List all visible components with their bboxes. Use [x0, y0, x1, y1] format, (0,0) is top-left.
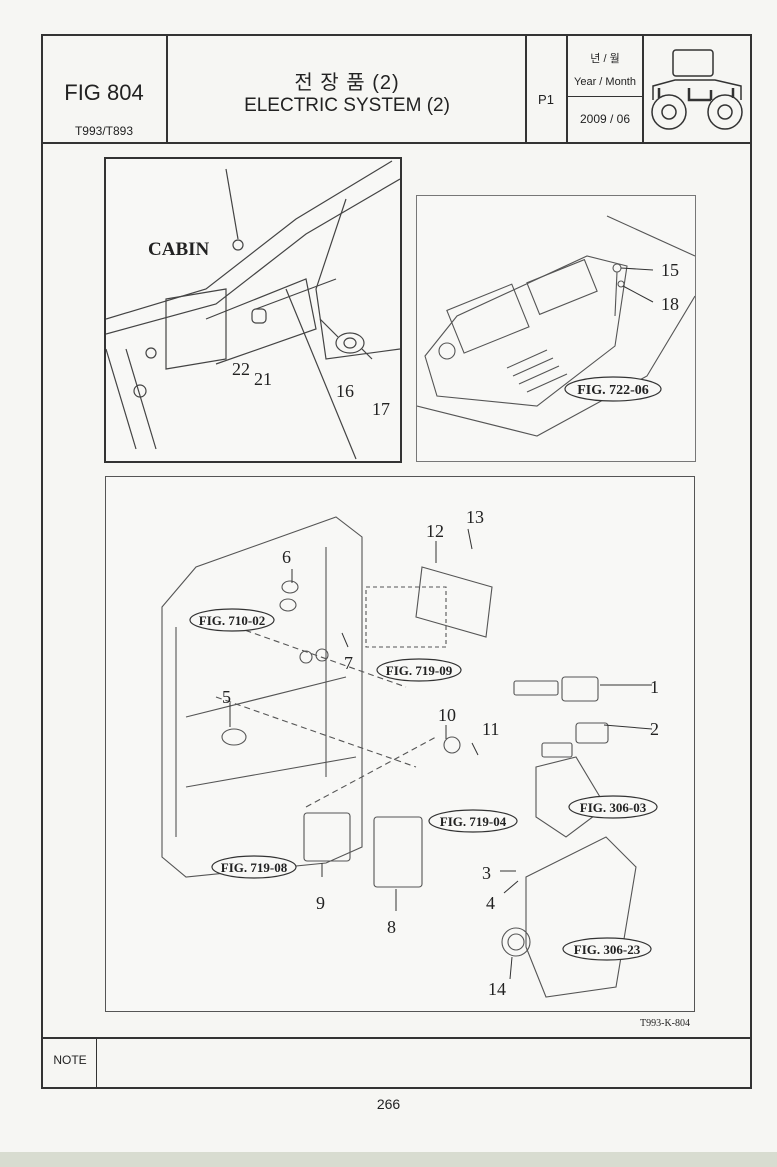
ref-fig-306-23-label: FIG. 306-23	[574, 942, 641, 957]
ref-fig-719-08[interactable]: FIG. 719-08	[211, 855, 297, 879]
ref-fig-719-04-label: FIG. 719-04	[440, 814, 507, 829]
callout-9: 9	[316, 893, 325, 913]
main-diagram-panel: 13 12 6 7 5 1 2 10 11 3 4 9 8 14 FIG. 71…	[105, 476, 695, 1012]
note-divider	[41, 1037, 752, 1039]
callout-3: 3	[482, 863, 491, 883]
header-col-divider	[166, 34, 168, 144]
ref-fig-719-08-label: FIG. 719-08	[221, 860, 288, 875]
header-row-divider	[566, 96, 643, 97]
callout-4: 4	[486, 893, 495, 913]
callout-17: 17	[372, 399, 390, 419]
callout-5: 5	[222, 687, 231, 707]
year-month-label: Year / Month	[574, 76, 636, 88]
cabin-label: CABIN	[148, 239, 210, 260]
revision-date: 2009 / 06	[579, 112, 631, 126]
callout-12: 12	[426, 521, 444, 541]
drawing-code: T993-K-804	[640, 1018, 690, 1029]
ref-fig-306-03-label: FIG. 306-03	[580, 800, 647, 815]
callout-2: 2	[650, 719, 659, 739]
ref-fig-306-03[interactable]: FIG. 306-03	[568, 795, 658, 819]
tractor-icon	[651, 49, 743, 130]
callout-22: 22	[232, 359, 250, 379]
page-code: P1	[538, 92, 554, 107]
ref-fig-719-04[interactable]: FIG. 719-04	[428, 809, 518, 833]
callout-1: 1	[650, 677, 659, 697]
callout-16: 16	[336, 381, 354, 401]
page-number: 266	[376, 1096, 401, 1112]
callout-6: 6	[282, 547, 291, 567]
callout-14: 14	[488, 979, 506, 999]
cabin-detail-panel: CABIN 22 21 16 17	[104, 157, 402, 463]
cabin-drawing: CABIN 22 21 16 17	[105, 160, 401, 460]
callout-11: 11	[482, 719, 499, 739]
callout-15: 15	[661, 260, 679, 280]
figure-number: FIG 804	[64, 80, 144, 105]
ref-fig-719-09[interactable]: FIG. 719-09	[376, 658, 462, 682]
header-col-divider	[525, 34, 527, 144]
callout-18: 18	[661, 294, 679, 314]
callout-21: 21	[254, 369, 272, 389]
callout-10: 10	[438, 705, 456, 725]
main-drawing: 13 12 6 7 5 1 2 10 11 3 4 9 8 14 FIG. 71…	[161, 507, 659, 999]
model-code: T993/T893	[74, 124, 134, 138]
scan-edge	[0, 1152, 777, 1167]
ref-fig-719-09-label: FIG. 719-09	[386, 663, 453, 678]
callout-7: 7	[344, 653, 353, 673]
ref-fig-306-23[interactable]: FIG. 306-23	[562, 937, 652, 961]
ref-fig-722-06[interactable]: FIG. 722-06	[564, 376, 662, 402]
note-col-divider	[96, 1037, 97, 1089]
ref-fig-710-02[interactable]: FIG. 710-02	[189, 608, 275, 632]
header-divider	[41, 142, 752, 144]
dashboard-drawing: 15 18 FIG. 722-06	[416, 215, 696, 437]
header-col-divider	[642, 34, 644, 144]
title-korean: 전 장 품 (2)	[294, 72, 400, 94]
ref-fig-722-06-label: FIG. 722-06	[577, 383, 649, 398]
year-month-label-ko: 년 / 월	[590, 53, 620, 65]
dashboard-detail-panel: 15 18 FIG. 722-06	[416, 195, 696, 462]
note-label: NOTE	[53, 1053, 87, 1067]
page-frame	[41, 34, 752, 1089]
title-english: ELECTRIC SYSTEM (2)	[244, 95, 450, 116]
ref-fig-710-02-label: FIG. 710-02	[199, 613, 265, 628]
callout-8: 8	[387, 917, 396, 937]
header-col-divider	[566, 34, 568, 144]
callout-13: 13	[466, 507, 484, 527]
